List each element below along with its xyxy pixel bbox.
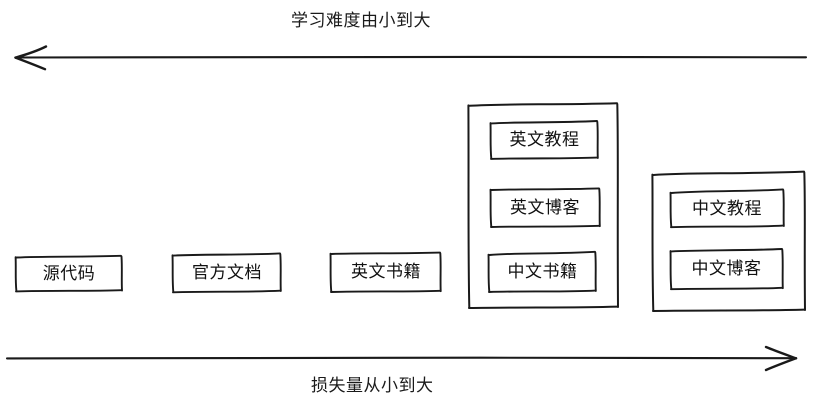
node-source-code[interactable]: 源代码 bbox=[42, 263, 96, 284]
node-english-blog[interactable]: 英文博客 bbox=[510, 197, 580, 218]
node-chinese-tutorial[interactable]: 中文教程 bbox=[692, 198, 762, 219]
node-official-docs[interactable]: 官方文档 bbox=[192, 262, 262, 283]
arrow-right-icon bbox=[5, 345, 798, 372]
node-chinese-books[interactable]: 中文书籍 bbox=[507, 262, 578, 282]
bottom-axis-label: 损失量从小到大 bbox=[311, 376, 434, 396]
arrow-left-icon bbox=[14, 45, 808, 71]
node-english-tutorial[interactable]: 英文教程 bbox=[509, 130, 580, 150]
node-chinese-blog[interactable]: 中文博客 bbox=[691, 259, 762, 279]
top-axis-label: 学习难度由小到大 bbox=[291, 11, 431, 31]
node-english-books[interactable]: 英文书籍 bbox=[351, 262, 421, 282]
